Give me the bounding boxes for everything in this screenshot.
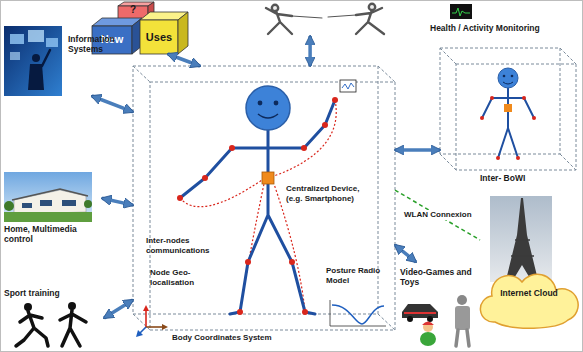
internet-cloud: Internet Cloud (480, 196, 578, 328)
node-label: Posture Radio Model (326, 266, 388, 285)
paris-photo (490, 196, 552, 282)
node-label: Centralized Device, (e.g. Smartphone) (286, 184, 378, 203)
node-label: Health / Activity Monitoring (430, 23, 566, 33)
radio-model-graph (330, 300, 386, 326)
uses-cubes: ?NewUses (92, 2, 188, 54)
sport-figures (16, 302, 86, 346)
inter-bowi-box: Inter- BoWI (440, 48, 576, 170)
node-label: Inter-nodes communications (146, 236, 226, 255)
inter-bowi-box (440, 48, 576, 170)
node-label: Inter- BoWI (480, 173, 550, 183)
cube-label: ? (118, 5, 148, 15)
health-monitoring: Health / Activity Monitoring (250, 2, 568, 36)
node-label: Sport training (4, 288, 104, 298)
node-label: Information Systems (68, 34, 126, 54)
sport-training: Sport training (4, 288, 104, 348)
double-arrow (395, 148, 440, 152)
cube-label: Uses (140, 32, 178, 43)
node-label: Home, Multimedia control (4, 224, 102, 244)
video-games-images (402, 295, 470, 346)
double-arrow (102, 198, 133, 205)
double-arrow (104, 300, 133, 318)
wireless-link (395, 190, 480, 240)
communication-links (180, 100, 336, 312)
fencers (266, 4, 384, 34)
node-label: Video-Games and Toys (400, 267, 476, 287)
double-arrow (395, 245, 416, 262)
node-label: Node Geo-localisation (150, 268, 230, 287)
double-arrow (168, 54, 200, 66)
coordinate-axes (136, 305, 168, 337)
body-network-box (133, 66, 395, 330)
double-arrow (92, 96, 133, 112)
free-label: Body Coordinates System (172, 333, 302, 343)
double-arrow (308, 36, 312, 66)
information-systems: Information Systems (4, 26, 126, 96)
home-image (4, 172, 92, 222)
internet-cloud-shape (480, 274, 578, 328)
node-label: Internet Cloud (498, 288, 560, 298)
uses-cubes (92, 2, 188, 54)
ecg-icon (450, 4, 472, 19)
body-network-box: Centralized Device, (e.g. Smartphone) Int… (133, 66, 395, 330)
home-control: Home, Multimedia control (4, 172, 102, 247)
edge-label: WLAN Connexion (402, 210, 474, 220)
video-games: Video-Games and Toys (400, 262, 476, 348)
information-systems-image (4, 26, 62, 96)
